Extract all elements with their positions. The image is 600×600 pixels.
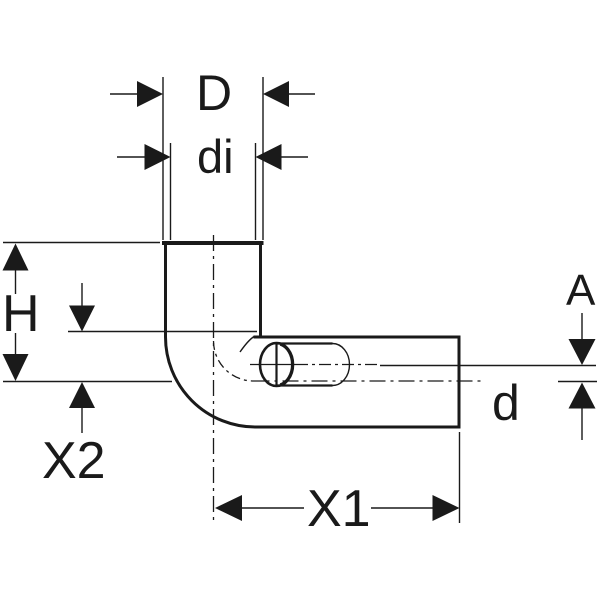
arrowhead-X2-down xyxy=(69,305,95,332)
outer-contour xyxy=(164,243,461,429)
arrowhead-X1-right xyxy=(432,495,460,521)
inner-bore-curve xyxy=(239,335,255,353)
dimension-label-X2: X2 xyxy=(42,432,106,490)
arrowhead-H-down xyxy=(2,354,29,381)
dimension-H: H xyxy=(2,241,172,383)
arrowhead-di-left xyxy=(144,144,171,170)
dimension-label-X1: X1 xyxy=(307,480,371,538)
dimension-label-H: H xyxy=(2,285,40,343)
dimension-label-di: di xyxy=(197,130,234,183)
arrowhead-A-down xyxy=(568,339,596,365)
centerlines xyxy=(212,235,481,523)
dimension-X1: X1 xyxy=(215,432,461,538)
arrowhead-A-up xyxy=(568,382,596,409)
arrowhead-D-right xyxy=(263,81,289,107)
dimension-di: di xyxy=(117,130,308,240)
bend-axis-centerline xyxy=(212,340,254,382)
arrowhead-D-left xyxy=(137,81,163,107)
dimension-D: D xyxy=(110,65,315,240)
dimension-A: A d xyxy=(380,266,597,440)
dimension-X2: X2 xyxy=(42,283,257,490)
arrowhead-di-right xyxy=(255,144,282,170)
pipe-body xyxy=(162,241,461,429)
arrowhead-X1-left xyxy=(215,495,242,521)
dimension-label-A: A xyxy=(566,266,596,315)
dimension-label-D: D xyxy=(196,65,232,121)
arrowhead-H-up xyxy=(2,243,29,271)
dimension-label-d: d xyxy=(492,375,520,431)
arrowhead-X2-up xyxy=(69,382,95,408)
